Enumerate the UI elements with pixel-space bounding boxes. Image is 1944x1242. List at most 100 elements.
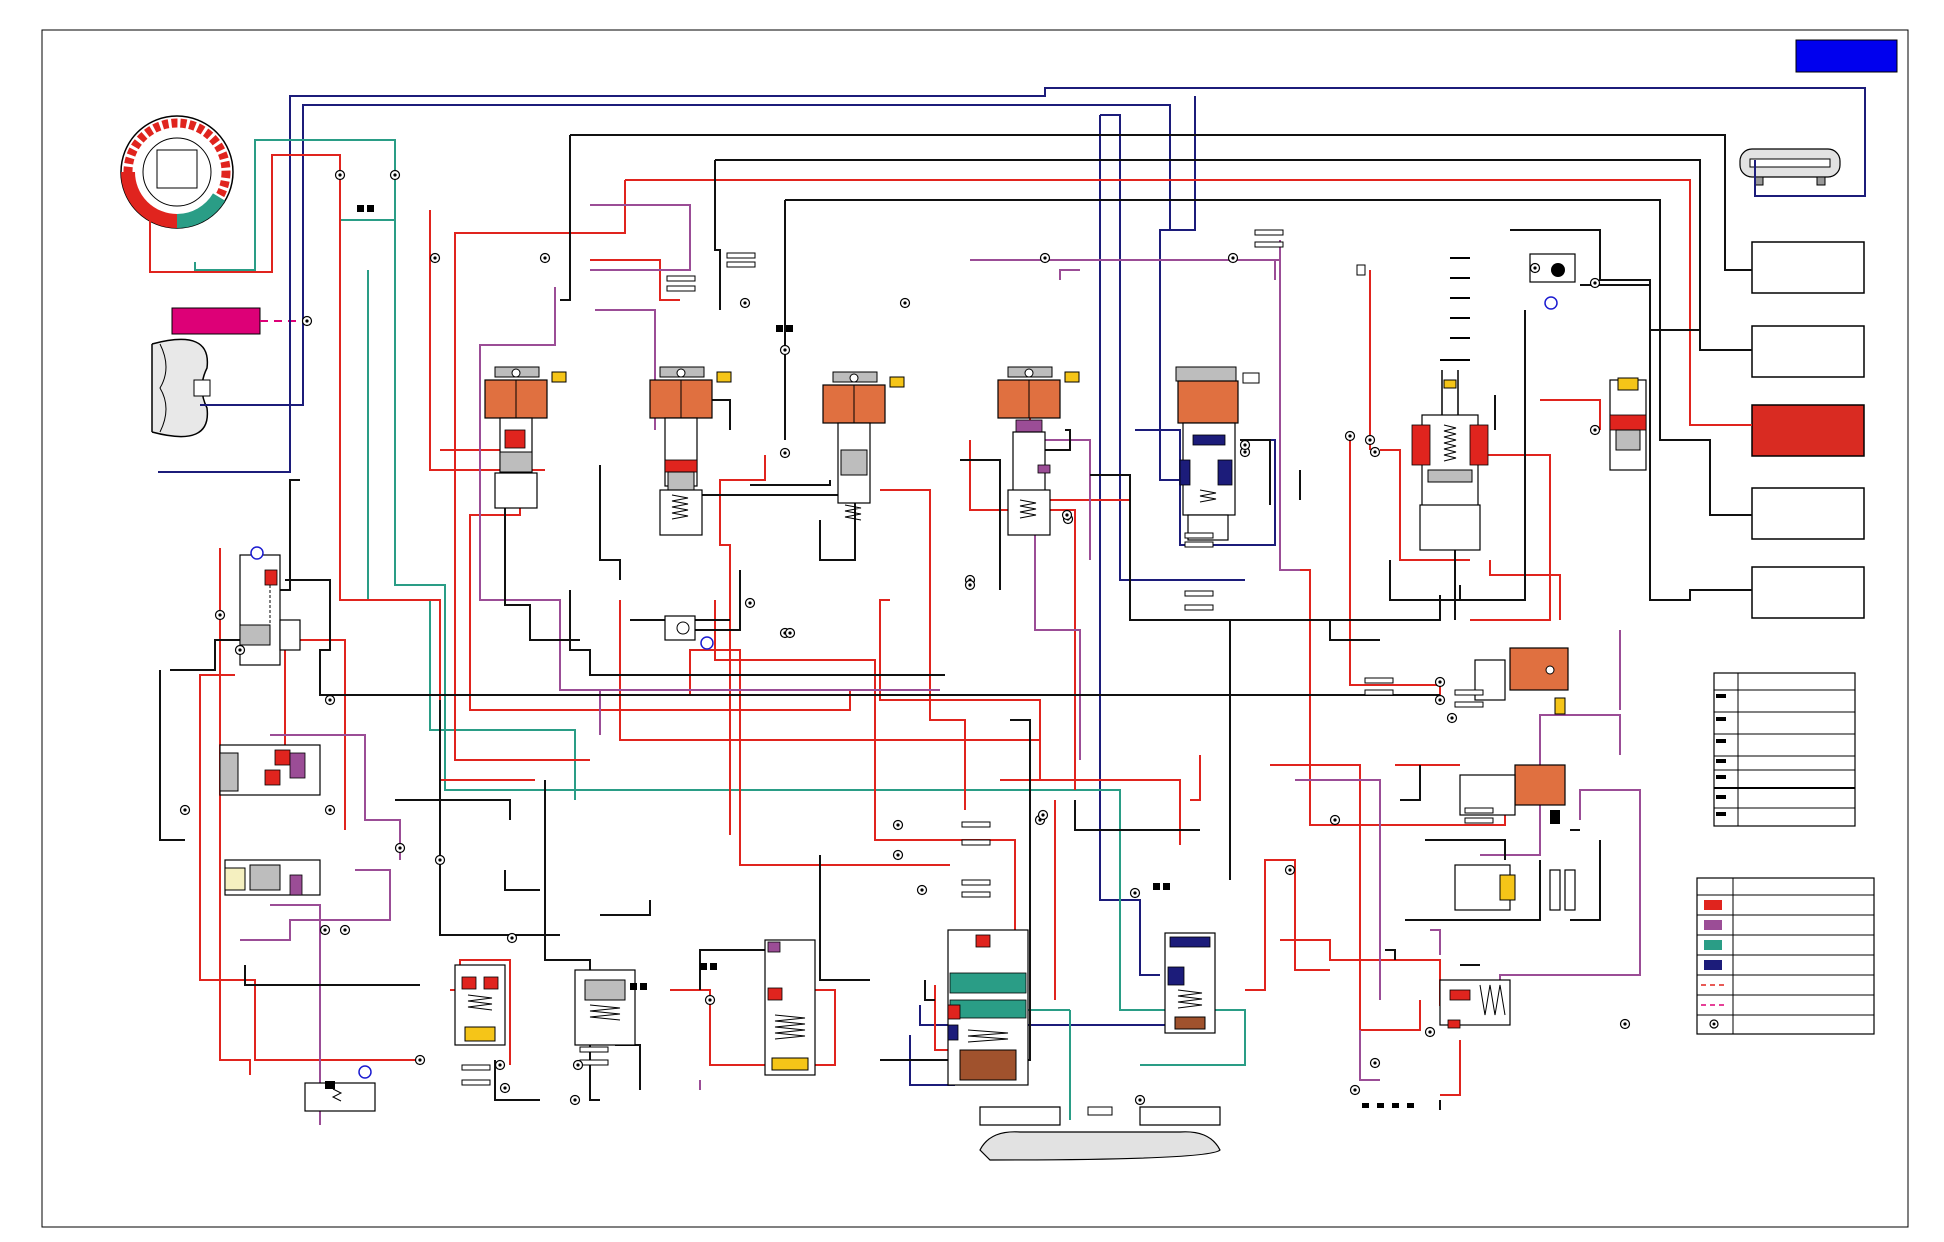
pressure-regulator [1411, 370, 1489, 551]
junction-node-dot [783, 451, 787, 455]
junction-node-dot [576, 1063, 580, 1067]
accumulator-2 [574, 969, 636, 1046]
junction-node-dot [433, 256, 437, 260]
junction-node-dot [1138, 1098, 1142, 1102]
pump-gear-icon [120, 115, 234, 229]
junction-node-dot [896, 823, 900, 827]
marker-circles [250, 296, 1558, 1079]
solenoid-valve-3 [822, 371, 905, 521]
junction-node-dot [903, 301, 907, 305]
junction-node-dot [183, 808, 187, 812]
tick-marks [357, 205, 1414, 1108]
junction-node-dot [343, 928, 347, 932]
legend-swatch-navy [1704, 960, 1722, 970]
solenoid-valve-2 [649, 366, 732, 536]
orifice-icon [304, 1081, 376, 1112]
status-box-4 [1751, 487, 1865, 540]
junction-node-dot [1243, 450, 1247, 454]
junction-node-dot [1623, 1022, 1627, 1026]
clutch-valve-center [947, 929, 1029, 1086]
junction-node-dot [1428, 1030, 1432, 1034]
status-box-active [1751, 404, 1865, 457]
status-box-2 [1751, 325, 1865, 378]
shift-table [1713, 672, 1856, 827]
check-ball-icon-2 [664, 615, 696, 641]
junction-node-dot [238, 648, 242, 652]
junction-node-dot [1450, 716, 1454, 720]
junction-node-dot [1288, 868, 1292, 872]
junction-node-dot [218, 613, 222, 617]
solenoid-valve-4 [997, 366, 1080, 536]
junction-node-dot [1243, 443, 1247, 447]
junction-node-dot [1231, 256, 1235, 260]
junction-node-dot [398, 846, 402, 850]
accumulator-1 [454, 964, 506, 1046]
solenoid-valve-6 [1459, 764, 1566, 824]
torque-converter-icon [151, 338, 211, 438]
junction-node-dot [1593, 428, 1597, 432]
shift-valve-1 [219, 744, 321, 796]
junction-node-dot [1438, 680, 1442, 684]
junction-node-dot [708, 998, 712, 1002]
connection-nodes [179, 169, 1631, 1106]
junction-node-dot [393, 173, 397, 177]
drawing-border [41, 29, 1909, 1228]
junction-node-dot [783, 348, 787, 352]
junction-node-dot [748, 601, 752, 605]
junction-node-dot [1065, 513, 1069, 517]
shift-valve-2 [224, 859, 321, 896]
junction-node-dot [1368, 438, 1372, 442]
legend-swatch-purple [1704, 920, 1722, 930]
gear-indicator [171, 307, 261, 335]
junction-node-dot [1041, 813, 1045, 817]
corner-indicator [1795, 39, 1898, 73]
junction-node-dot [338, 173, 342, 177]
solenoid-valve-5 [1474, 647, 1569, 715]
junction-node-dot [1533, 266, 1537, 270]
junction-node-dot [503, 1086, 507, 1090]
circuit-lines [149, 87, 1866, 1125]
status-box-5 [1751, 566, 1865, 619]
junction-node-dot [1373, 450, 1377, 454]
legend-swatch-green [1704, 940, 1722, 950]
accumulator-3 [764, 939, 816, 1076]
level-gauge [1440, 257, 1470, 361]
junction-node-dot [896, 853, 900, 857]
junction-node-dot [1373, 1061, 1377, 1065]
junction-node-dot [1353, 1088, 1357, 1092]
junction-node-dot [323, 928, 327, 932]
junction-node-dot [1133, 891, 1137, 895]
accumulator-right [1439, 979, 1511, 1029]
junction-node-dot [418, 1058, 422, 1062]
status-box-group [1751, 241, 1865, 619]
filter-icon [979, 1106, 1221, 1161]
junction-node-dot [510, 936, 514, 940]
clutch-valve-navy [1164, 932, 1216, 1034]
junction-node-dot [328, 698, 332, 702]
status-box-1 [1751, 241, 1865, 294]
label-bars [461, 229, 1494, 1086]
junction-node-dot [920, 888, 924, 892]
junction-node-dot [498, 1063, 502, 1067]
color-legend [1696, 877, 1875, 1035]
legend-swatch-red [1704, 900, 1722, 910]
junction-node-dot [1043, 256, 1047, 260]
junction-node-dot [328, 808, 332, 812]
cooler-icon [1739, 148, 1841, 186]
manual-valve [239, 554, 301, 666]
junction-node-dot [305, 319, 309, 323]
solenoid-valve-1 [484, 366, 567, 509]
junction-node-dot [438, 858, 442, 862]
junction-node-dot [1333, 818, 1337, 822]
junction-node-dot [1593, 281, 1597, 285]
junction-node-dot [1438, 698, 1442, 702]
junction-node-dot [788, 631, 792, 635]
junction-node-dot [573, 1098, 577, 1102]
tcc-valve [1609, 377, 1647, 471]
junction-node-dot [543, 256, 547, 260]
junction-node-dot [968, 583, 972, 587]
junction-node-dot [743, 301, 747, 305]
shift-valve-right [1454, 864, 1576, 911]
junction-node-dot [1348, 434, 1352, 438]
